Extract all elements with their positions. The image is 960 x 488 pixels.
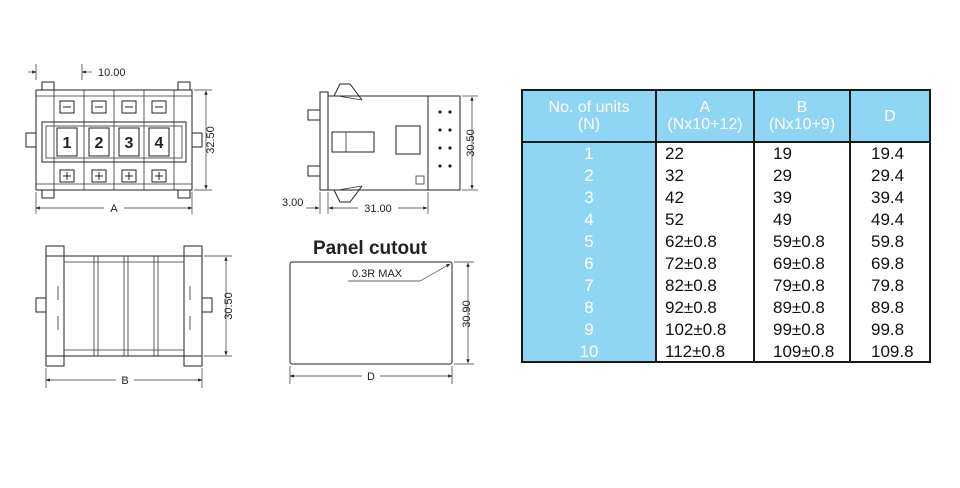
cell-d: 59.8 <box>871 232 905 251</box>
cell-b: 59±0.8 <box>773 232 825 251</box>
cell-b: 79±0.8 <box>773 276 825 295</box>
cell-b: 49 <box>773 210 792 229</box>
table-row: 6 72±0.8 69±0.8 69.8 <box>523 253 929 275</box>
cell-a: 32 <box>665 166 684 185</box>
cell-d: 109.8 <box>871 342 914 361</box>
header-a-line2: (Nx10+12) <box>667 116 743 133</box>
cell-a: 62±0.8 <box>665 232 717 251</box>
front-height-dimension: 32.50 <box>205 126 217 154</box>
column-separator <box>849 91 851 361</box>
header-units-line2: (N) <box>577 116 601 133</box>
cell-a: 52 <box>665 210 684 229</box>
digit-1: 1 <box>63 135 72 152</box>
header-b-line2: (Nx10+9) <box>768 116 836 133</box>
panel-cutout-title: Panel cutout <box>313 238 428 259</box>
side-height-dimension: 30.50 <box>465 129 477 157</box>
radius-note: 0.3R MAX <box>352 268 403 280</box>
bottom-height-dimension: 30.50 <box>223 292 235 320</box>
table-row: 1 22 19 19.4 <box>523 143 929 165</box>
column-d-bg <box>851 143 929 361</box>
cell-units: 6 <box>584 254 594 273</box>
cell-a: 112±0.8 <box>665 342 726 361</box>
cell-a: 82±0.8 <box>665 276 717 295</box>
cell-units: 5 <box>584 232 594 251</box>
column-separator <box>655 91 657 361</box>
depth-dimension: 31.00 <box>364 203 392 215</box>
cell-b: 89±0.8 <box>773 298 825 317</box>
digit-2: 2 <box>95 135 104 152</box>
table-row: 9 102±0.8 99±0.8 99.8 <box>523 319 929 341</box>
header-d-line1: D <box>884 107 896 125</box>
digit-4: 4 <box>155 135 164 152</box>
column-b-bg <box>755 143 849 361</box>
table-row: 3 42 39 39.4 <box>523 187 929 209</box>
cell-units: 9 <box>584 320 594 339</box>
table-row: 7 82±0.8 79±0.8 79.8 <box>523 275 929 297</box>
table-row: 2 32 29 29.4 <box>523 165 929 187</box>
cutout-height-dimension: 30.90 <box>461 300 473 328</box>
dimension-table: No. of units (N) A (Nx10+12) B (Nx10+9) … <box>521 89 931 363</box>
cell-d: 79.8 <box>871 276 905 295</box>
bottom-view: 30.50 B <box>35 245 235 388</box>
minus-buttons <box>59 100 167 114</box>
cell-units: 8 <box>584 298 594 317</box>
cell-d: 19.4 <box>871 144 905 163</box>
table-header: No. of units (N) A (Nx10+12) B (Nx10+9) … <box>523 91 929 143</box>
cell-a: 102±0.8 <box>665 320 727 339</box>
cell-units: 10 <box>579 342 599 361</box>
width-dimension-d: D <box>367 371 375 383</box>
table-row: 8 92±0.8 89±0.8 89.8 <box>523 297 929 319</box>
cell-d: 49.4 <box>871 210 905 229</box>
plus-buttons <box>59 169 167 183</box>
table-row: 4 52 49 49.4 <box>523 209 929 231</box>
pitch-dimension: 10.00 <box>98 67 126 79</box>
cell-b: 39 <box>773 188 792 207</box>
offset-dimension: 3.00 <box>282 197 303 209</box>
front-view: 1 2 3 4 10.00 32.50 A <box>25 64 217 215</box>
cell-d: 99.8 <box>871 320 905 339</box>
side-view: 30.50 3.00 31.00 <box>282 83 478 215</box>
column-a-bg <box>657 143 753 361</box>
cell-d: 89.8 <box>871 298 905 317</box>
cell-units: 2 <box>584 166 594 185</box>
cell-d: 29.4 <box>871 166 905 185</box>
cell-units: 1 <box>584 144 594 163</box>
digit-3: 3 <box>125 135 134 152</box>
table-row: 5 62±0.8 59±0.8 59.8 <box>523 231 929 253</box>
cell-a: 72±0.8 <box>665 254 717 273</box>
cell-a: 22 <box>665 144 684 163</box>
pin-holes <box>438 110 452 168</box>
cell-b: 29 <box>773 166 792 185</box>
cell-b: 19 <box>773 144 792 163</box>
header-a-line1: A <box>699 99 711 116</box>
cell-d: 69.8 <box>871 254 905 273</box>
cell-a: 42 <box>665 188 684 207</box>
cell-b: 109±0.8 <box>773 342 835 361</box>
cell-units: 3 <box>584 188 594 207</box>
panel-cutout: Panel cutout 0.3R MAX 30.90 D <box>289 238 474 384</box>
header-b: B (Nx10+9) <box>755 91 849 141</box>
cell-d: 39.4 <box>871 188 905 207</box>
cell-units: 7 <box>584 276 594 295</box>
table-body: 1 22 19 19.4 2 32 29 29.4 3 42 39 39.4 4… <box>523 143 929 361</box>
header-units: No. of units (N) <box>523 91 655 141</box>
width-dimension-a: A <box>110 203 118 215</box>
header-units-line1: No. of units <box>548 99 630 116</box>
cell-a: 92±0.8 <box>665 298 717 317</box>
table-row: 10 112±0.8 109±0.8 109.8 <box>523 341 929 363</box>
cell-units: 4 <box>584 210 594 229</box>
header-b-line1: B <box>796 99 808 116</box>
column-separator <box>753 91 755 361</box>
cell-b: 99±0.8 <box>773 320 825 339</box>
cell-b: 69±0.8 <box>773 254 825 273</box>
width-dimension-b: B <box>121 375 128 387</box>
header-d: D <box>851 91 929 141</box>
header-a: A (Nx10+12) <box>657 91 753 141</box>
